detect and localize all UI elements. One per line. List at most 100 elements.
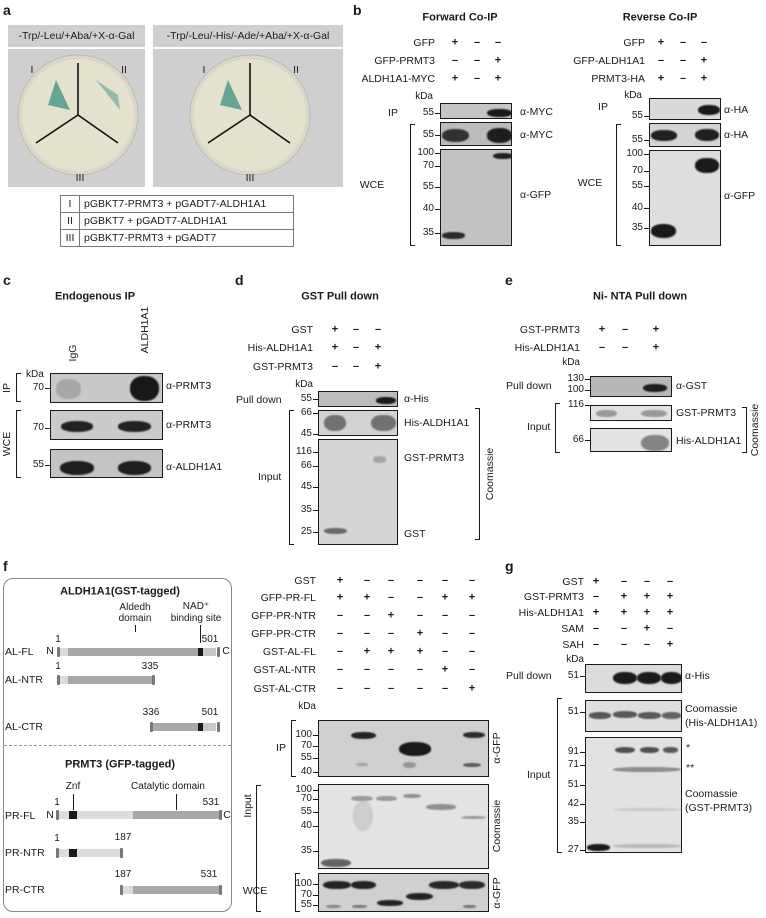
band [60, 461, 94, 475]
input-his-aldh1a1-gel [318, 410, 398, 436]
kda-label: kDa [566, 654, 584, 665]
plate-header [8, 25, 145, 47]
condition-sign: – [416, 682, 424, 695]
condition-sign: + [468, 682, 476, 695]
domain-bar [57, 849, 121, 857]
construct-end-cap [56, 810, 59, 820]
condition-sign: + [451, 72, 459, 85]
tick-line [313, 398, 318, 400]
construct-end-cap [217, 647, 220, 657]
antibody-label: α-MYC [520, 128, 553, 141]
tick-line [580, 849, 585, 851]
tick-line [644, 153, 649, 155]
band-label: α-His [404, 392, 429, 405]
bracket [410, 124, 415, 246]
marker-label: 35 [300, 504, 312, 515]
marker-label: 25 [300, 526, 312, 537]
condition-sign: – [441, 627, 449, 640]
tick-line [435, 112, 440, 114]
band [463, 905, 476, 908]
band [326, 905, 341, 908]
condition-sign: – [441, 609, 449, 622]
ip-label: IP [598, 100, 608, 113]
construct-end-cap [120, 848, 123, 858]
band-label: His-ALDH1A1 [404, 416, 470, 429]
condition-label: His-ALDH1A1 [514, 341, 580, 354]
band [641, 435, 669, 451]
bracket [557, 698, 562, 853]
band [662, 712, 681, 719]
band [637, 672, 661, 684]
tick-line [585, 378, 590, 380]
arrow-icon [134, 625, 136, 632]
c-terminus: C [223, 808, 231, 821]
condition-sign: – [363, 574, 371, 587]
lane-label: ALDH1A1 [138, 306, 151, 354]
tick-line [313, 757, 318, 759]
bracket [475, 408, 480, 540]
condition-label: GFP-ALDH1A1 [573, 54, 645, 67]
arrow-icon [175, 794, 177, 810]
kda-label: kDa [624, 90, 642, 101]
marker-label: 55 [422, 107, 434, 118]
band [323, 881, 351, 889]
tick-line [435, 134, 440, 136]
tick-line [580, 784, 585, 786]
sector-label: II [293, 63, 299, 76]
panel-title: Forward Co-IP [422, 11, 498, 24]
marker-label: 70 [631, 165, 643, 176]
marker-label: 100 [567, 384, 584, 395]
kda-label: kDa [26, 369, 44, 380]
band [399, 742, 431, 756]
band [695, 129, 719, 141]
condition-sign: – [468, 627, 476, 640]
band [356, 763, 368, 766]
condition-sign: – [387, 627, 395, 640]
condition-sign: + [468, 591, 476, 604]
band [643, 384, 667, 392]
input-label: Input [527, 420, 551, 433]
bracket [616, 124, 621, 246]
kda-label: kDa [298, 701, 316, 712]
condition-label: GST [562, 575, 584, 588]
marker-label: 40 [631, 202, 643, 213]
tick-line [313, 433, 318, 435]
condition-label: GFP-PR-NTR [251, 609, 316, 622]
wce-gfp-blot [649, 150, 721, 246]
marker-label: 55 [422, 181, 434, 192]
antibody-label: α-HA [724, 128, 749, 141]
band [324, 415, 346, 431]
band-label: (GST-PRMT3) [685, 801, 753, 814]
c-terminus: C [222, 644, 230, 657]
domain-bar [58, 648, 68, 656]
band [463, 763, 481, 767]
residue-number: 1 [54, 797, 60, 808]
wce-label: WCE [359, 178, 385, 191]
condition-sign: – [657, 54, 665, 67]
catalytic-domain [133, 886, 220, 894]
residue-number: 187 [114, 832, 132, 843]
input-label: Input [527, 768, 551, 781]
marker-label: 35 [300, 845, 312, 856]
domain-bar [121, 886, 133, 894]
tick-line [313, 745, 318, 747]
band [130, 376, 159, 401]
condition-sign: – [387, 591, 395, 604]
input-gst-prmt3-gel [318, 439, 398, 545]
condition-sign: + [331, 341, 339, 354]
marker-label: 35 [567, 816, 579, 827]
band-label: GST-PRMT3 [404, 451, 465, 464]
condition-sign: – [352, 323, 360, 336]
legend-id: III [60, 229, 80, 247]
tick-line [45, 427, 50, 429]
domain-annotation: Catalytic domain [131, 781, 205, 792]
band [61, 421, 93, 432]
condition-sign: – [679, 36, 687, 49]
stain-label: Coomassie [748, 403, 761, 457]
band [487, 109, 511, 117]
sector-divider [35, 63, 119, 144]
construct-name: PR-FL [5, 809, 36, 822]
antibody-label: α-GFP [724, 189, 756, 202]
marker-label: 70 [300, 740, 312, 751]
